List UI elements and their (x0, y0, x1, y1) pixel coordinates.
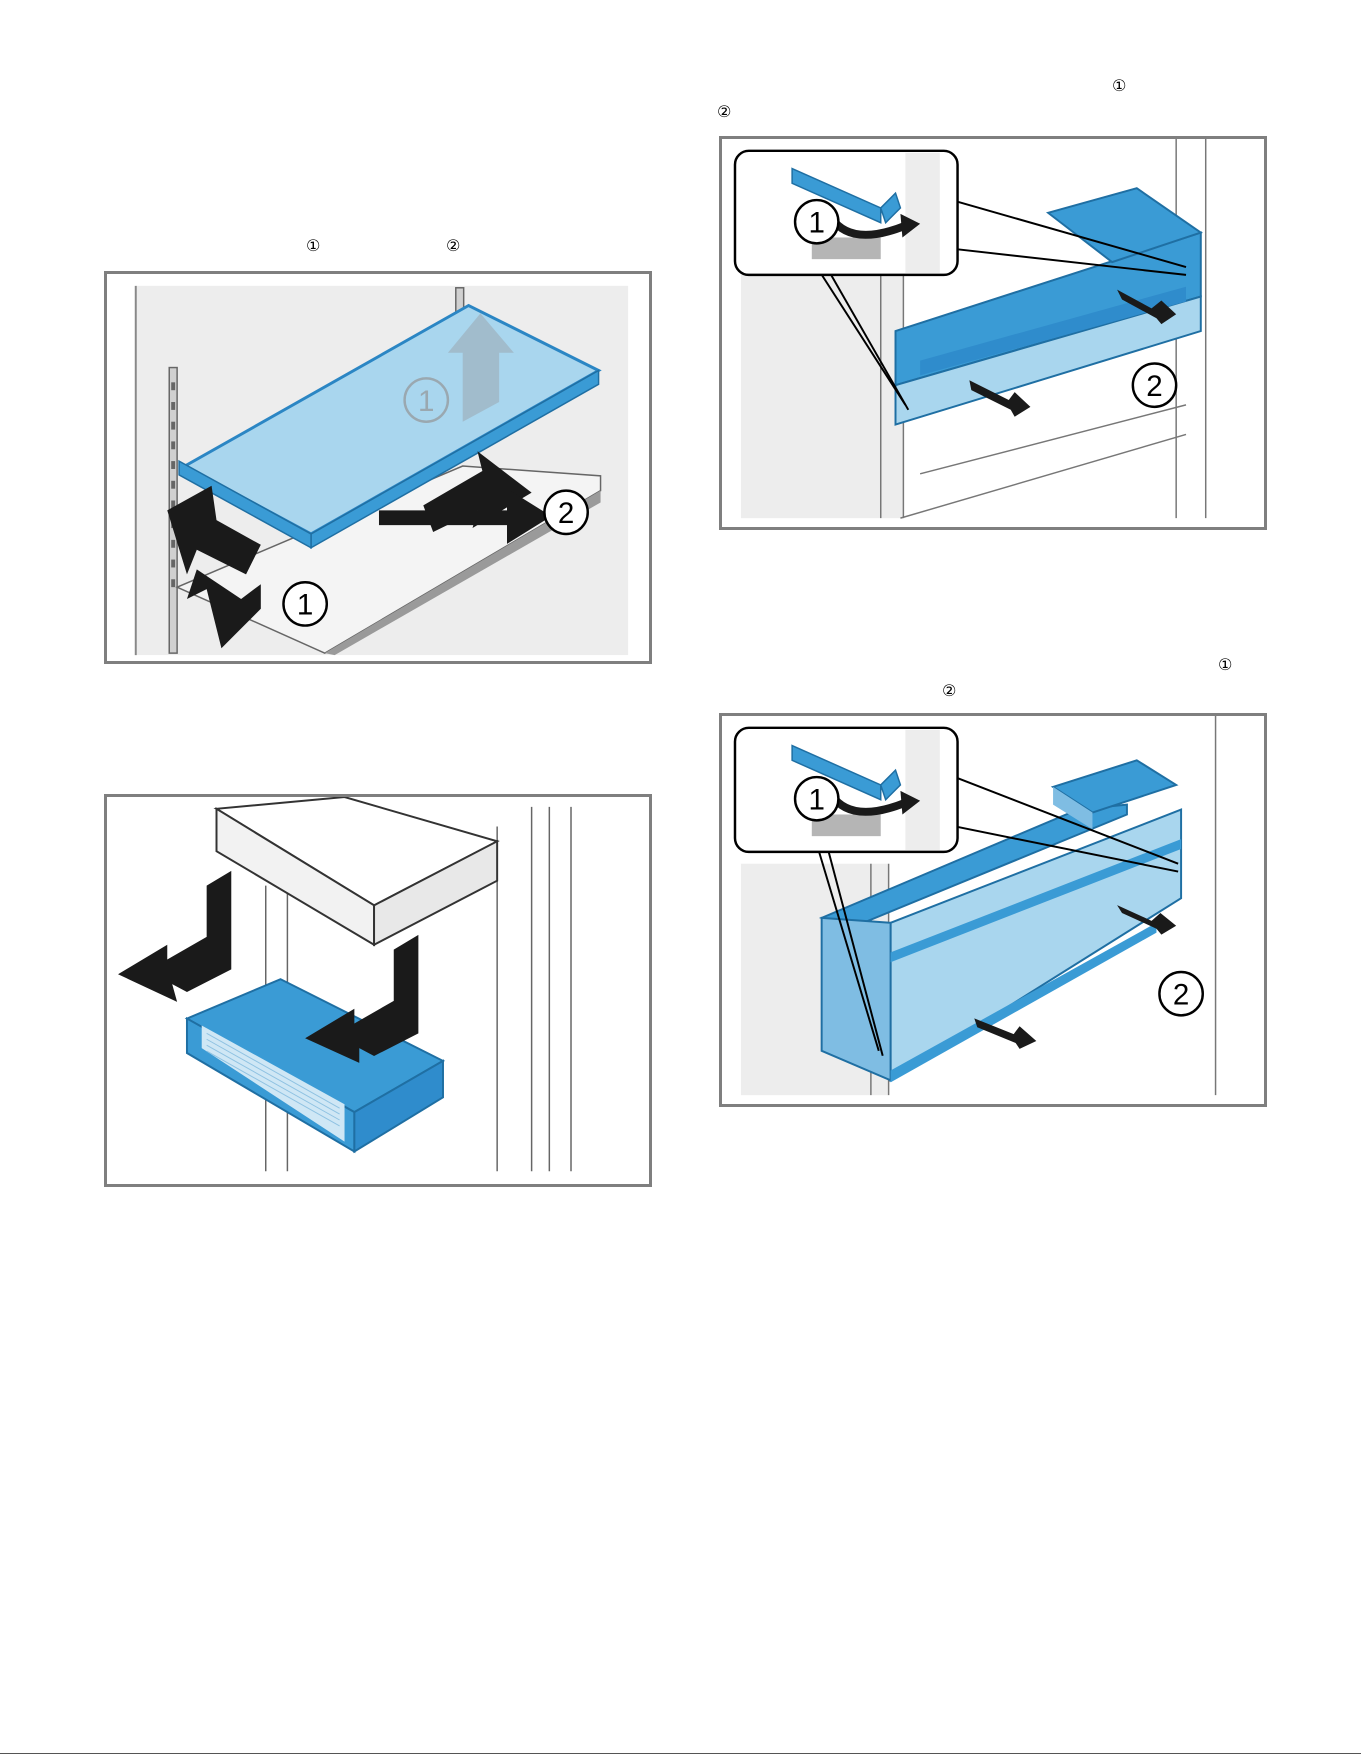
drawer-unlock-figure-bottom: 1 2 (719, 713, 1267, 1107)
callout-label: 2 (1146, 370, 1162, 403)
step-marker-2: ② (942, 683, 956, 699)
step-marker-1: ① (306, 238, 320, 254)
upper-drawer (217, 797, 498, 945)
shelf-removal-illustration: 1 2 1 (107, 274, 649, 661)
callout-label: 1 (809, 784, 825, 817)
callout-label: 1 (809, 207, 825, 240)
drawer-removal-illustration (107, 797, 649, 1184)
cabinet-side (741, 257, 903, 518)
zoom-inset (735, 728, 958, 852)
step-marker-1: ① (1112, 78, 1126, 94)
shelf-removal-figure: 1 2 1 (104, 271, 652, 664)
callout-label: 2 (1173, 979, 1189, 1012)
callout-2: 2 (544, 491, 587, 534)
callout-2: 2 (1159, 972, 1202, 1015)
callout-1: 1 (283, 582, 326, 625)
large-drawer-unlock-illustration: 1 2 (722, 716, 1264, 1104)
callout-label: 1 (297, 589, 313, 622)
callout-2: 2 (1133, 364, 1176, 407)
drawer-unlock-figure-top: 1 2 (719, 136, 1267, 530)
arrow-left-icon (118, 871, 231, 1002)
callout-label: 2 (558, 497, 574, 530)
callout-1: 1 (795, 777, 838, 820)
footer-rule (0, 1753, 1361, 1754)
drawer-removal-figure (104, 794, 652, 1187)
zoom-inset (735, 151, 958, 275)
callout-label: 1 (418, 385, 434, 418)
step-marker-1: ① (1218, 657, 1232, 673)
step-marker-2: ② (446, 238, 460, 254)
step-marker-2: ② (717, 104, 731, 120)
callout-1: 1 (795, 200, 838, 243)
drawer-unlock-illustration: 1 2 (722, 139, 1264, 527)
